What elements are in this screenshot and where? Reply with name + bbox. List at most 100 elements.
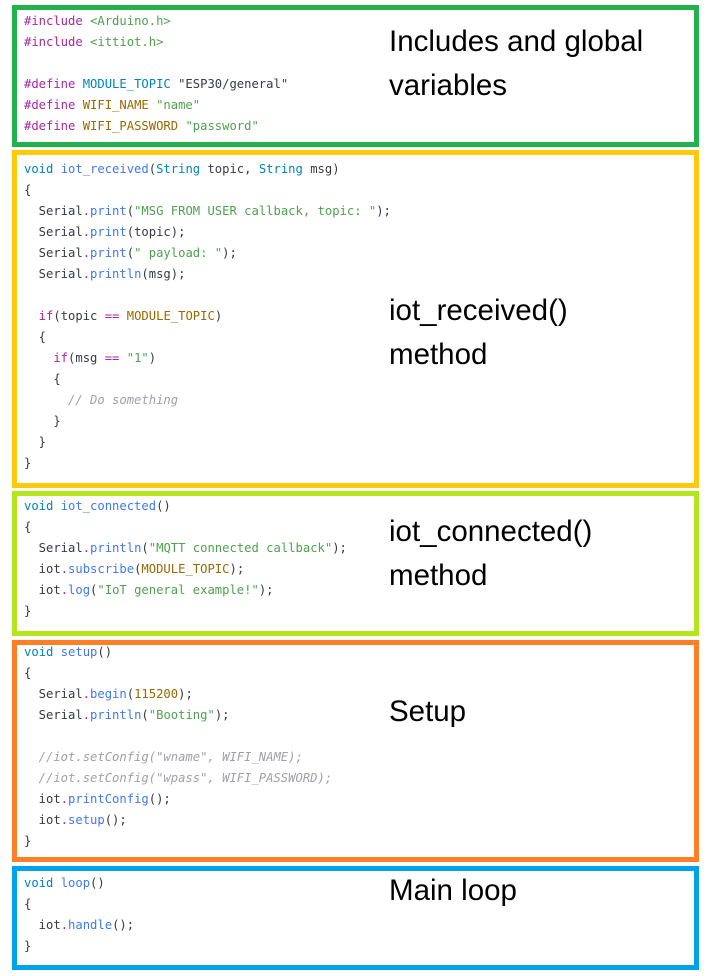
section-loop: void loop(){ iot.handle();} Main loop	[12, 866, 699, 970]
code-line: void loop()	[24, 873, 134, 894]
code-token: <Arduino.h>	[90, 14, 171, 28]
code-line: Serial.print(topic);	[24, 222, 391, 243]
code-token: subscribe	[68, 562, 135, 576]
code-token: );	[214, 708, 230, 722]
section-label-line: variables	[389, 69, 508, 102]
code-token: .	[82, 687, 91, 701]
code-token: //iot.setConfig("wpass", WIFI_PASSWORD);	[24, 771, 333, 785]
code-token: (	[134, 562, 142, 576]
code-token: .	[82, 225, 91, 239]
code-token: ()	[90, 876, 105, 890]
code-block: #include <Arduino.h>#include <ittiot.h>#…	[24, 11, 288, 137]
code-token: msg)	[302, 162, 340, 176]
code-line: Serial.begin(115200);	[24, 684, 332, 705]
code-token: Serial	[24, 687, 83, 701]
code-token: #define	[24, 77, 83, 91]
code-token: }	[24, 456, 32, 470]
code-line: iot.printConfig();	[24, 789, 332, 810]
code-line: void iot_connected()	[24, 496, 347, 517]
code-token: iot	[24, 583, 61, 597]
code-line: Serial.println("Booting");	[24, 705, 332, 726]
code-line: // Do something	[24, 390, 391, 411]
code-token: {	[24, 183, 32, 197]
code-token: (	[126, 204, 135, 218]
code-token: .	[82, 541, 91, 555]
code-line: }	[24, 936, 134, 957]
code-token: iot_received	[60, 162, 149, 176]
code-token: setup	[68, 813, 105, 827]
code-token: .	[60, 583, 69, 597]
code-token: WIFI_PASSWORD	[82, 119, 186, 133]
code-line: #define MODULE_TOPIC "ESP30/general"	[24, 74, 288, 95]
code-block: void loop(){ iot.handle();}	[24, 873, 134, 957]
code-token: .	[60, 792, 69, 806]
section-label-line: method	[389, 338, 488, 371]
code-token: iot_connected	[60, 499, 157, 513]
code-token: println	[90, 267, 142, 281]
code-token: (	[141, 708, 149, 722]
code-token: )	[214, 309, 223, 323]
code-line: }	[24, 411, 391, 432]
code-token: (	[148, 162, 157, 176]
code-token: {	[24, 372, 61, 386]
code-token: String	[258, 162, 303, 176]
section-label-line: iot_connected()	[389, 515, 593, 548]
code-token: "password"	[185, 119, 259, 133]
code-line: }	[24, 432, 391, 453]
section-label-line: Main loop	[389, 874, 517, 907]
code-token: if	[24, 309, 54, 323]
code-token: }	[24, 435, 47, 449]
section-label: iot_connected()method	[389, 510, 592, 598]
code-token: " payload: "	[134, 246, 223, 260]
code-token: (	[126, 687, 135, 701]
code-token: Serial	[24, 267, 83, 281]
section-label: Setup	[389, 690, 466, 734]
code-token: "1"	[119, 351, 149, 365]
code-line: #include <ittiot.h>	[24, 32, 288, 53]
code-line: void setup()	[24, 642, 332, 663]
code-token: {	[24, 330, 47, 344]
code-token: WIFI_NAME	[82, 98, 157, 112]
section-setup: void setup() { Serial.begin(115200); Seri…	[12, 640, 699, 862]
code-line: Serial.print(" payload: ");	[24, 243, 391, 264]
code-token: .	[82, 246, 91, 260]
section-label-line: iot_received()	[389, 294, 568, 327]
code-token: MODULE_TOPIC	[119, 309, 215, 323]
code-token: {	[24, 520, 32, 534]
code-token: #define	[24, 98, 83, 112]
code-line: iot.setup();	[24, 810, 332, 831]
section-connected: void iot_connected(){ Serial.println("MQ…	[12, 491, 699, 636]
code-line: //iot.setConfig("wpass", WIFI_PASSWORD);	[24, 768, 333, 789]
section-received: void iot_received(String topic, String m…	[12, 150, 699, 488]
code-token: if	[24, 351, 69, 365]
section-label: Main loop	[389, 869, 517, 913]
section-includes: #include <Arduino.h>#include <ittiot.h>#…	[12, 5, 699, 147]
code-token: ();	[148, 792, 171, 806]
code-token: );	[332, 541, 347, 555]
code-token: iot	[24, 562, 61, 576]
code-line: {	[24, 180, 391, 201]
code-line: {	[24, 327, 391, 348]
code-token: //iot.setConfig("wname", WIFI_NAME);	[24, 750, 303, 764]
code-token: (msg);	[141, 267, 186, 281]
code-token: printConfig	[68, 792, 149, 806]
code-token: void	[24, 162, 61, 176]
code-line: iot.handle();	[24, 915, 134, 936]
code-line	[24, 285, 391, 306]
code-token: .	[82, 267, 91, 281]
code-line: if(msg == "1")	[24, 348, 391, 369]
code-token: Serial	[24, 708, 83, 722]
code-block: void iot_received(String topic, String m…	[24, 159, 391, 474]
code-token: Serial	[24, 225, 83, 239]
code-token: MODULE_TOPIC	[141, 562, 230, 576]
code-token: (	[141, 541, 149, 555]
code-token: );	[222, 246, 237, 260]
code-token: Serial	[24, 204, 83, 218]
code-line: {	[24, 369, 391, 390]
code-line: iot.log("IoT general example!");	[24, 580, 347, 601]
section-label-line: method	[389, 559, 488, 592]
code-token: ()	[97, 645, 113, 659]
code-token: {	[24, 666, 32, 680]
code-token: );	[258, 583, 274, 597]
